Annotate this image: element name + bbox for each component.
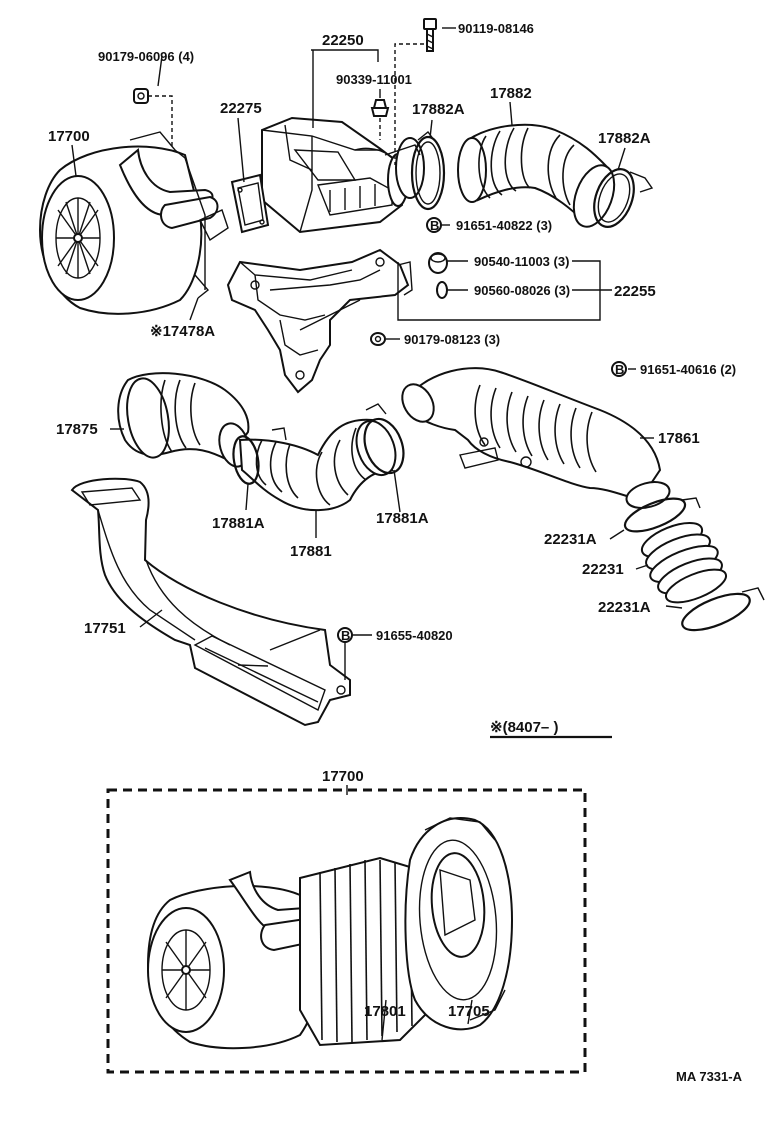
gasket-22275 — [230, 173, 270, 234]
label-17882: 17882 — [490, 85, 532, 102]
label-22231: 22231 — [582, 561, 624, 578]
label-22250: 22250 — [322, 32, 364, 49]
label-17801: 17801 — [364, 1003, 406, 1020]
hose-clamp-22231A-bottom — [681, 587, 765, 632]
hose-clamp-17881A-left — [232, 427, 287, 485]
collar-90560-08026 — [436, 281, 448, 299]
label-91651-40616: 91651-40616 (2) — [640, 362, 736, 377]
hose-clamp-22231A-top — [623, 497, 701, 533]
bellows-hose-22231 — [640, 522, 728, 604]
label-17700-top: 17700 — [48, 128, 90, 145]
air-cleaner-assembly-frame — [106, 785, 587, 1074]
label-90179-08123: 90179-08123 (3) — [404, 332, 500, 347]
label-90179-06096: 90179-06096 (4) — [98, 49, 194, 64]
label-17861: 17861 — [658, 430, 700, 447]
label-22275: 22275 — [220, 100, 262, 117]
bracket-22255 — [226, 248, 413, 394]
air-cleaner-case-top — [38, 131, 229, 315]
label-90339-11001: 90339-11001 — [336, 72, 412, 87]
hose-clamp-17882A-left — [410, 131, 446, 211]
nut-90179-06096 — [133, 88, 173, 148]
hose-clamp-17881A-right — [363, 403, 405, 475]
label-17881A-left: 17881A — [212, 515, 265, 532]
label-17478A: ※17478A — [150, 323, 215, 340]
label-22255: 22255 — [614, 283, 656, 300]
intake-hose-17861 — [401, 367, 671, 509]
grommet-90339-11001 — [370, 99, 390, 140]
label-90560-08026: 90560-08026 (3) — [474, 283, 570, 298]
label-17875: 17875 — [56, 421, 98, 438]
svg-text:B: B — [430, 218, 439, 233]
bolt-90119-08146 — [394, 18, 437, 165]
leader-lines — [71, 27, 683, 1041]
label-90119-08146: 90119-08146 — [458, 21, 534, 36]
label-17705: 17705 — [448, 1003, 490, 1020]
part-labels: 90119-08146 22250 90179-06096 (4) 90339-… — [48, 21, 743, 1084]
air-filter-element-17801 — [299, 856, 432, 1047]
svg-text:B: B — [615, 362, 624, 377]
hose-clamp-17882A-right — [593, 168, 654, 228]
label-17881: 17881 — [290, 543, 332, 560]
air-duct-17751 — [70, 477, 351, 727]
bolt-marker-91651-40616: B — [611, 361, 627, 377]
air-flow-meter — [261, 116, 425, 234]
label-91651-40822: 91651-40822 (3) — [456, 218, 552, 233]
label-17700-bottom: 17700 — [322, 768, 364, 785]
label-17751: 17751 — [84, 620, 126, 637]
label-17882A-right: 17882A — [598, 130, 651, 147]
label-22231A-top: 22231A — [544, 531, 597, 548]
svg-text:B: B — [341, 628, 350, 643]
label-17882A-left: 17882A — [412, 101, 465, 118]
label-22231A-bottom: 22231A — [598, 599, 651, 616]
cushion-90540-11003 — [428, 252, 448, 274]
label-8407: ※(8407– ) — [490, 719, 558, 736]
air-cleaner-case-bottom — [146, 870, 322, 1050]
label-91655-40820: 91655-40820 — [376, 628, 453, 643]
air-cleaner-cap-17705 — [404, 817, 514, 1031]
label-90540-11003: 90540-11003 (3) — [474, 254, 569, 269]
bolt-marker-91655-40820: B — [337, 627, 353, 680]
air-hose-17881 — [238, 418, 397, 512]
bolt-marker-91651-40822: B — [426, 217, 442, 233]
diagram-reference: MA 7331-A — [676, 1069, 743, 1084]
nut-90179-08123 — [370, 332, 386, 346]
label-17881A-right: 17881A — [376, 510, 429, 527]
